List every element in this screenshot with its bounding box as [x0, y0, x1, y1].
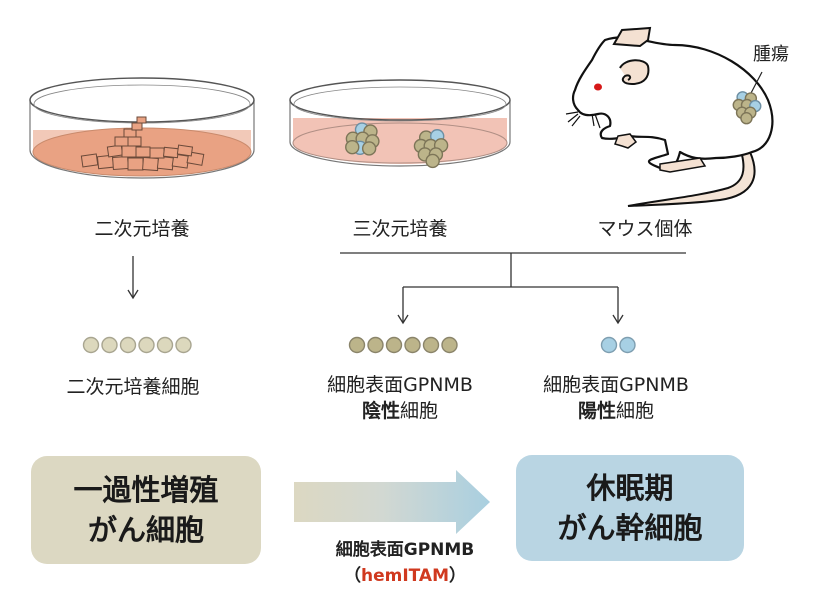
dish-rim-3d — [289, 79, 511, 121]
arrow-negative-head — [397, 314, 409, 325]
positive-suffix: 細胞 — [616, 400, 655, 422]
cell-gpnmb-positive — [600, 336, 618, 354]
label-mouse: マウス個体 — [597, 218, 693, 240]
box-dormant-cancer-stem-cells: 休眠期 がん幹細胞 — [516, 455, 744, 561]
cell-gpnmb-negative — [345, 139, 360, 155]
label-2d-cells: 二次元培養細胞 — [66, 376, 200, 398]
cell-gpnmb-negative — [425, 153, 440, 169]
cell-gpnmb-negative — [422, 336, 440, 354]
mouse-ear-back — [612, 26, 652, 48]
tumor-pointer-line — [749, 71, 763, 96]
negative-suffix: 細胞 — [400, 400, 439, 422]
negative-line1: 細胞表面GPNMB — [327, 374, 473, 396]
cell-2d — [101, 336, 118, 354]
box-transient-proliferating-cancer-cells: 一過性増殖 がん細胞 — [31, 456, 261, 564]
positive-line2: 陽性細胞 — [516, 398, 716, 424]
label-positive-cells: 細胞表面GPNMB 陽性細胞 — [516, 372, 716, 424]
arrow-positive-head — [612, 314, 624, 325]
right-box-line2: がん幹細胞 — [557, 511, 703, 545]
right-box-line1: 休眠期 — [586, 471, 674, 505]
left-box-line1: 一過性増殖 — [73, 473, 219, 507]
mouse-whiskers — [565, 111, 601, 129]
positive-keyword: 陽性 — [577, 400, 616, 422]
cell-2d — [175, 336, 192, 354]
dish-wall-3d — [289, 100, 511, 167]
caption-hemitam: hemITAM — [360, 566, 450, 586]
transition-caption: 細胞表面GPNMB （hemITAM） — [280, 537, 530, 589]
mouse-tail — [627, 150, 756, 207]
cell-gpnmb-negative — [361, 141, 377, 156]
mouse-front-paw — [614, 133, 638, 149]
mouse-ear-front — [619, 59, 650, 86]
medium-surface-3d — [292, 122, 508, 164]
cell-row-positive — [600, 336, 636, 354]
transition-arrow-shape — [294, 470, 490, 534]
cell-2d — [119, 336, 137, 354]
arrow-2d-down-head — [127, 289, 139, 300]
cell-2d — [156, 336, 174, 354]
positive-line1: 細胞表面GPNMB — [543, 374, 689, 396]
negative-line2: 陰性細胞 — [300, 398, 500, 424]
cell-gpnmb-positive — [619, 336, 636, 354]
cell-gpnmb-negative — [385, 336, 403, 354]
cell-2d — [82, 336, 100, 354]
label-3d-culture: 三次元培養 — [352, 218, 448, 240]
caption-open-paren: （ — [343, 566, 361, 586]
mouse-eye — [594, 83, 602, 91]
caption-close-paren: ） — [449, 566, 467, 586]
cell-gpnmb-negative — [740, 111, 753, 125]
cell-gpnmb-negative — [404, 336, 421, 354]
mouse-hind-foot — [659, 157, 707, 173]
tumor-cluster — [732, 91, 762, 125]
cell-2d — [138, 336, 155, 354]
caption-line2: （hemITAM） — [280, 563, 530, 589]
flat-cell-sheet — [80, 116, 205, 172]
left-box-line2: がん細胞 — [87, 513, 204, 547]
spheroid-left — [345, 122, 380, 156]
cell-gpnmb-negative — [441, 336, 458, 354]
label-2d-culture: 二次元培養 — [94, 218, 190, 240]
cell-gpnmb-negative — [348, 336, 366, 354]
cell-row-negative — [348, 336, 458, 354]
label-negative-cells: 細胞表面GPNMB 陰性細胞 — [300, 372, 500, 424]
cell-row-2d — [82, 336, 192, 354]
dish-rim-inner-3d — [293, 86, 507, 122]
caption-line1: 細胞表面GPNMB — [335, 540, 475, 560]
tumor-label: 腫瘍 — [753, 44, 789, 65]
cell-gpnmb-negative — [367, 336, 384, 354]
dish-wall-2d — [29, 100, 255, 179]
negative-keyword: 陰性 — [361, 400, 400, 422]
spheroid-right — [413, 129, 449, 169]
